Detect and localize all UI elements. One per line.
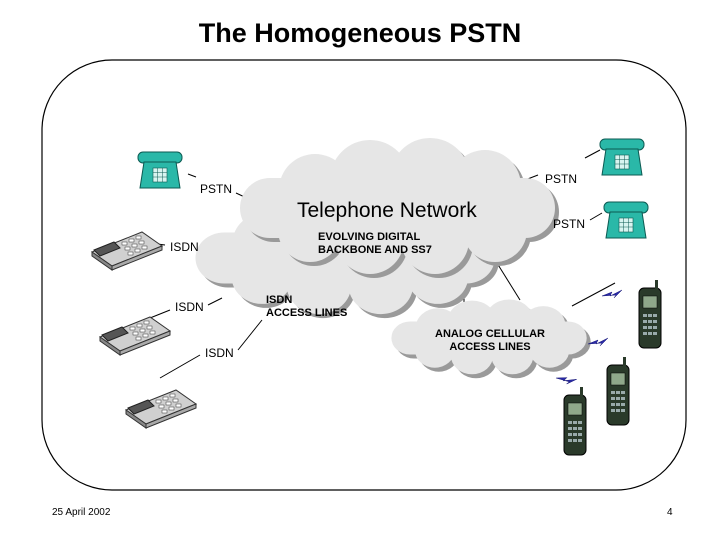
isdn-label-3: ISDN — [205, 346, 234, 360]
connector-pstn-right-phone — [589, 212, 603, 221]
pstn-phone-icon — [137, 151, 183, 189]
pstn-label-top-right: PSTN — [545, 172, 578, 186]
connector-pstn-top-right-phone — [584, 149, 601, 159]
connector-pstn-left — [187, 173, 197, 178]
lightning-icon — [587, 337, 609, 347]
diagram-frame — [41, 59, 687, 491]
isdn-label-2: ISDN — [175, 300, 204, 314]
connector-isdn-2-cloud — [207, 297, 223, 306]
lightning-icon — [555, 372, 578, 387]
connector-cellular-tower — [571, 282, 616, 307]
isdn-phone-icon — [125, 389, 197, 429]
backbone-label-line1: EVOLVING DIGITAL — [318, 231, 421, 243]
footer-date: 25 April 2002 — [52, 507, 111, 518]
lightning-icon — [601, 289, 623, 299]
backbone-label-line2: BACKBONE AND SS7 — [318, 244, 432, 256]
cell-phone-icon — [563, 386, 587, 456]
page-title: The Homogeneous PSTN — [198, 18, 522, 48]
cellular-access-label-line2: ACCESS LINES — [449, 341, 531, 353]
isdn-phone-icon — [91, 231, 163, 271]
connector-isdn-2 — [149, 309, 171, 319]
cellular-access-label-line1: ANALOG CELLULAR — [435, 328, 545, 340]
pstn-phone-icon — [599, 138, 645, 176]
footer-page-number: 4 — [667, 507, 673, 518]
isdn-label-1: ISDN — [170, 240, 199, 254]
connector-isdn-3-cloud — [237, 319, 263, 351]
backbone-label: EVOLVING DIGITAL BACKBONE AND SS7 — [318, 231, 432, 257]
pstn-label-right: PSTN — [553, 217, 586, 231]
pstn-label-left: PSTN — [200, 182, 233, 196]
cellular-access-label: ANALOG CELLULAR ACCESS LINES — [425, 328, 555, 354]
isdn-access-label-line2: ACCESS LINES — [266, 307, 348, 319]
isdn-phone-icon — [99, 316, 171, 356]
cell-phone-icon — [638, 279, 662, 349]
connector-isdn-3 — [159, 354, 201, 379]
isdn-access-label-line1: ISDN — [266, 294, 293, 306]
network-label: Telephone Network — [297, 199, 477, 222]
isdn-access-label: ISDN ACCESS LINES — [266, 294, 347, 320]
pstn-phone-icon — [603, 201, 649, 239]
cell-phone-icon — [606, 356, 630, 426]
